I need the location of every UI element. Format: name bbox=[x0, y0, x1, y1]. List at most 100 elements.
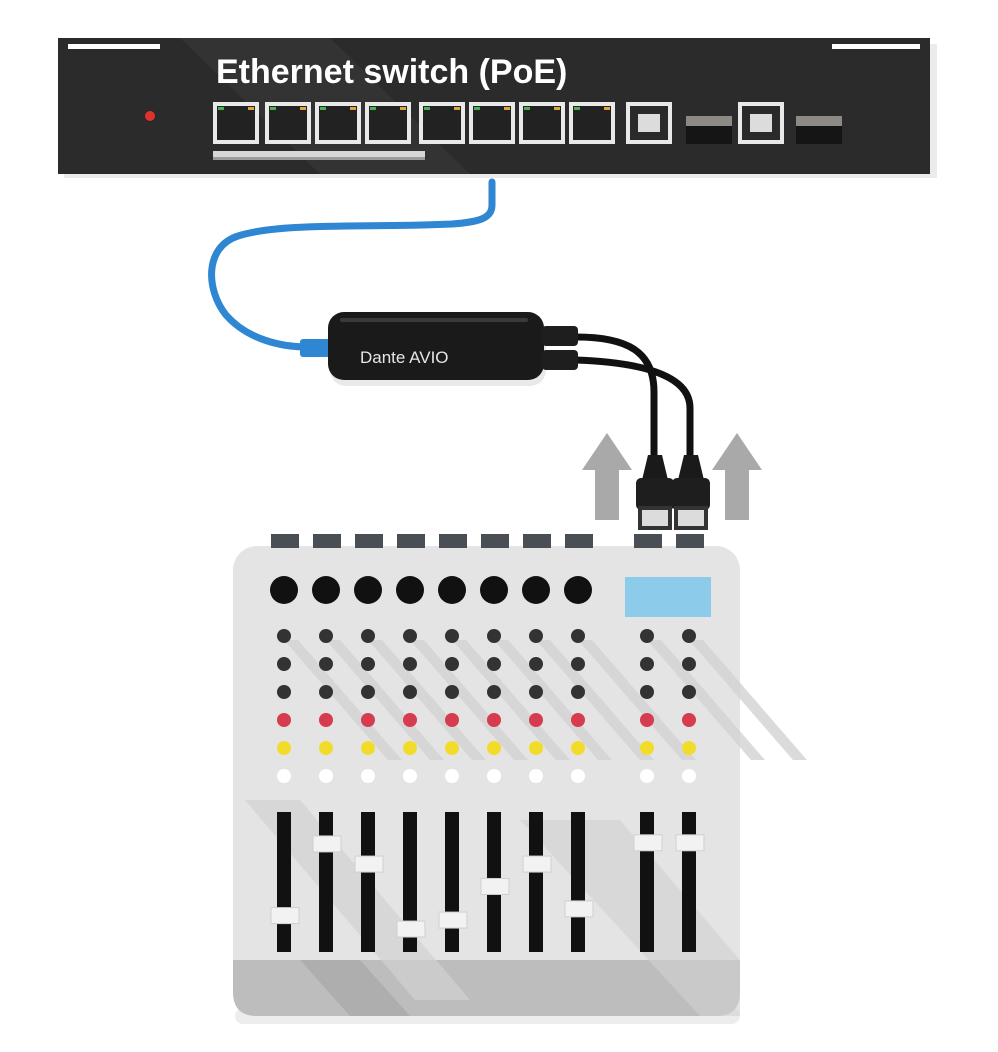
fader bbox=[270, 812, 300, 952]
mixer-display bbox=[625, 577, 711, 617]
channel-knob bbox=[682, 685, 696, 699]
fader-knob bbox=[396, 920, 426, 938]
uplink-port bbox=[626, 102, 672, 144]
channel-knob bbox=[640, 685, 654, 699]
switch-title: Ethernet switch (PoE) bbox=[216, 53, 567, 91]
channel-knob bbox=[319, 713, 333, 727]
channel-knob bbox=[571, 769, 585, 783]
fader-knob bbox=[270, 907, 300, 925]
channel-knob bbox=[571, 741, 585, 755]
fader-knob bbox=[438, 911, 468, 929]
channel-knob bbox=[319, 629, 333, 643]
channel-knob bbox=[529, 629, 543, 643]
channel-knob bbox=[403, 769, 417, 783]
fader-knob bbox=[564, 900, 594, 918]
channel-knob bbox=[529, 741, 543, 755]
dante-avio-adapter: Dante AVIO bbox=[328, 312, 578, 386]
channel-knob bbox=[571, 629, 585, 643]
channel-knob bbox=[682, 629, 696, 643]
channel-knob bbox=[571, 657, 585, 671]
channel-knob bbox=[682, 741, 696, 755]
fader bbox=[564, 812, 594, 952]
channel-knob bbox=[361, 657, 375, 671]
gain-knob bbox=[438, 576, 466, 604]
channel-knob bbox=[640, 713, 654, 727]
input-jack bbox=[634, 534, 662, 548]
ethernet-port bbox=[365, 102, 411, 144]
fader-knob bbox=[480, 877, 510, 895]
fader bbox=[480, 812, 510, 952]
input-jack bbox=[397, 534, 425, 548]
channel-knob bbox=[529, 657, 543, 671]
gain-knob bbox=[522, 576, 550, 604]
channel-knob bbox=[640, 629, 654, 643]
channel-knob bbox=[403, 629, 417, 643]
up-arrow-icon bbox=[582, 433, 632, 520]
channel-knob bbox=[445, 685, 459, 699]
channel-knob bbox=[403, 685, 417, 699]
channel-knob bbox=[277, 713, 291, 727]
channel-knob bbox=[529, 713, 543, 727]
channel-knob bbox=[529, 685, 543, 699]
uplink-port bbox=[738, 102, 784, 144]
ethernet-port bbox=[213, 102, 259, 144]
xlr-plug-left bbox=[636, 455, 674, 530]
fader-knob bbox=[633, 834, 663, 852]
ethernet-port bbox=[315, 102, 361, 144]
ethernet-port bbox=[265, 102, 311, 144]
ethernet-switch: Ethernet switch (PoE) bbox=[58, 38, 937, 178]
channel-knob bbox=[361, 685, 375, 699]
ethernet-port bbox=[569, 102, 615, 144]
channel-knob bbox=[361, 713, 375, 727]
channel-knob bbox=[445, 657, 459, 671]
up-arrow-icon bbox=[712, 433, 762, 520]
channel-knob bbox=[277, 685, 291, 699]
channel-knob bbox=[319, 657, 333, 671]
channel-knobs bbox=[277, 629, 696, 783]
channel-knob bbox=[487, 713, 501, 727]
audio-mixer bbox=[233, 534, 807, 1024]
channel-knob bbox=[487, 741, 501, 755]
input-jacks bbox=[271, 534, 704, 548]
input-jack bbox=[481, 534, 509, 548]
fader bbox=[396, 812, 426, 952]
channel-knob bbox=[487, 685, 501, 699]
fader bbox=[633, 812, 663, 952]
gain-knob bbox=[396, 576, 424, 604]
fader bbox=[522, 812, 552, 952]
xlr-plug-right bbox=[672, 455, 710, 530]
channel-knob bbox=[529, 769, 543, 783]
gain-knob bbox=[480, 576, 508, 604]
channel-knob bbox=[487, 657, 501, 671]
channel-knob bbox=[487, 629, 501, 643]
ethernet-port bbox=[419, 102, 465, 144]
channel-knob bbox=[445, 769, 459, 783]
channel-knob bbox=[403, 741, 417, 755]
gain-knob bbox=[354, 576, 382, 604]
fader-knob bbox=[354, 855, 384, 873]
channel-knob bbox=[640, 657, 654, 671]
fader-knob bbox=[675, 834, 705, 852]
ethernet-port bbox=[519, 102, 565, 144]
sfp-slot bbox=[796, 116, 842, 144]
fader-knob bbox=[522, 855, 552, 873]
channel-knob bbox=[361, 769, 375, 783]
channel-knob bbox=[277, 741, 291, 755]
channel-knob bbox=[361, 629, 375, 643]
channel-knob bbox=[445, 713, 459, 727]
rack-ear-highlight-right bbox=[832, 44, 920, 49]
input-jack bbox=[676, 534, 704, 548]
channel-knob bbox=[319, 769, 333, 783]
input-jack bbox=[439, 534, 467, 548]
gain-knob bbox=[312, 576, 340, 604]
adapter-output-connector-2 bbox=[542, 350, 578, 370]
ethernet-cable bbox=[208, 178, 496, 351]
port-label-strip bbox=[213, 151, 425, 157]
rack-ear-highlight-left bbox=[68, 44, 160, 49]
fader bbox=[675, 812, 705, 952]
gain-knobs bbox=[270, 576, 592, 604]
faders bbox=[270, 812, 705, 952]
gain-knob bbox=[270, 576, 298, 604]
fader bbox=[312, 812, 342, 952]
